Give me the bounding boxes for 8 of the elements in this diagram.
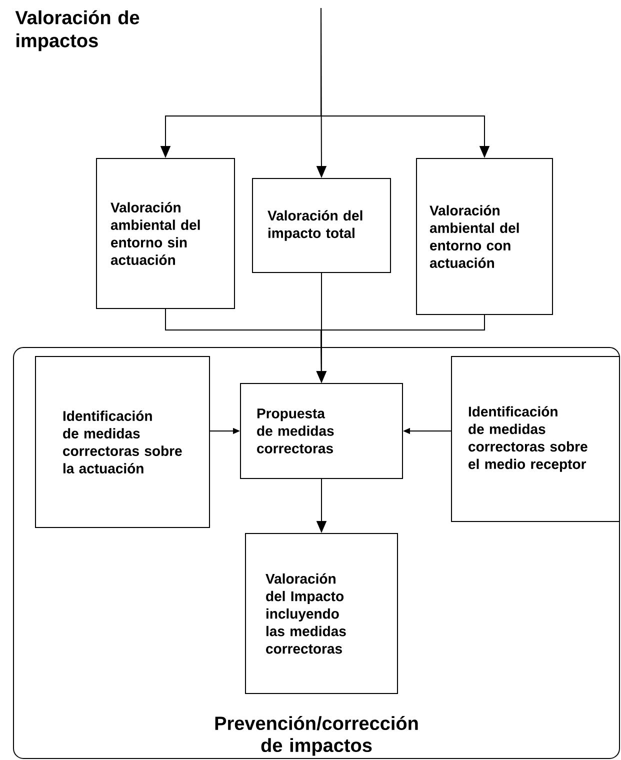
process-box: Identificación de medidas correctoras sobre la actuación [35, 356, 210, 528]
process-box: Valoración del impacto total [252, 178, 391, 273]
process-box: Valoración ambiental del entorno sin actuación [96, 158, 235, 309]
heading: Valoración de impactos [15, 10, 140, 52]
process-box: Identificación de medidas correctoras sobre el medio receptor [451, 356, 620, 522]
process-box: Propuesta de medidas correctoras [240, 383, 403, 479]
process-box: Valoración del Impacto incluyendo las medidas correctoras [245, 533, 398, 694]
process-box: Valoración ambiental del entorno con actuación [416, 158, 553, 315]
